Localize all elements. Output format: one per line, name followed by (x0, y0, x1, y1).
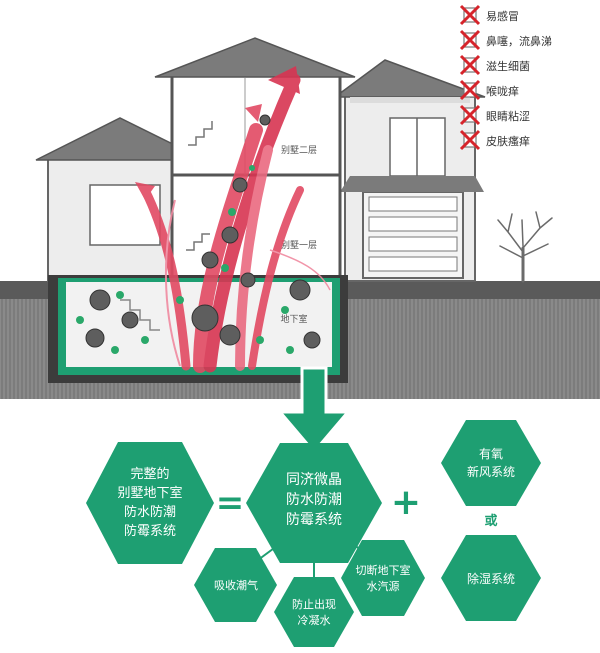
moisture-plume (135, 66, 331, 373)
cross-icon (459, 29, 481, 51)
cross-icon (459, 4, 481, 26)
equals-sign: = (216, 483, 245, 523)
cross-icon (459, 54, 481, 76)
symptom-item: 皮肤瘙痒 (459, 129, 530, 151)
hex-benefit-cut-vapor: 切断地下室 水汽源 (341, 540, 425, 616)
hex-option-fresh-air: 有氧 新风系统 (441, 420, 541, 506)
basement-label: 地下室 (280, 313, 307, 325)
svg-text:切断地下室: 切断地下室 (356, 563, 411, 577)
cross-icon (459, 79, 481, 101)
svg-text:滋生细菌: 滋生细菌 (486, 59, 530, 73)
svg-text:别墅地下室: 别墅地下室 (117, 485, 182, 501)
hex-option-dehumidify: 除湿系统 (441, 535, 541, 621)
svg-text:防霉系统: 防霉系统 (286, 512, 342, 528)
germs (85, 114, 321, 349)
svg-text:易感冒: 易感冒 (486, 10, 519, 23)
plus-sign: + (391, 482, 421, 523)
svg-text:同济微晶: 同济微晶 (286, 472, 342, 488)
or-label: 或 (484, 513, 497, 529)
svg-text:防水防潮: 防水防潮 (124, 504, 176, 520)
svg-text:喉咙痒: 喉咙痒 (486, 84, 519, 98)
hex-main-product: 同济微晶 防水防潮 防霉系统 (246, 443, 382, 563)
floor2-label: 别墅二层 (281, 145, 317, 156)
symptom-item: 眼睛粘涩 (459, 104, 530, 126)
hex-benefit-prevent-condensation: 防止出现 冷凝水 (274, 577, 354, 647)
svg-text:鼻噻，流鼻涕: 鼻噻，流鼻涕 (486, 34, 552, 48)
symptom-item: 喉咙痒 (459, 79, 519, 101)
cross-icon (459, 104, 481, 126)
svg-text:完整的: 完整的 (130, 466, 169, 482)
hex-benefit-absorb-moisture: 吸收潮气 (194, 548, 277, 622)
svg-text:新风系统: 新风系统 (467, 464, 515, 479)
svg-text:有氧: 有氧 (479, 447, 503, 461)
down-arrow-icon (276, 366, 352, 455)
symptom-item: 易感冒 (459, 4, 519, 26)
symptom-item: 鼻噻，流鼻涕 (459, 29, 552, 51)
cross-icon (459, 129, 481, 151)
svg-text:吸收潮气: 吸收潮气 (214, 578, 258, 592)
hex-complete-system: 完整的 别墅地下室 防水防潮 防霉系统 (86, 442, 214, 564)
svg-text:眼睛粘涩: 眼睛粘涩 (486, 109, 530, 123)
svg-text:防止出现: 防止出现 (292, 597, 336, 611)
svg-text:水汽源: 水汽源 (367, 579, 400, 593)
symptom-list: 易感冒 鼻噻，流鼻涕 滋生细菌 喉咙痒 眼睛粘涩 皮肤瘙痒 (459, 4, 552, 151)
floor1-label: 别墅一层 (281, 240, 317, 251)
svg-text:除湿系统: 除湿系统 (467, 571, 515, 586)
plume-arrow-head (268, 66, 300, 94)
house-right-wing (332, 59, 486, 282)
svg-text:防水防潮: 防水防潮 (286, 492, 342, 508)
svg-text:防霉系统: 防霉系统 (124, 523, 176, 539)
tree-icon (497, 211, 553, 283)
symptom-item: 滋生细菌 (459, 54, 530, 76)
green-bacteria (76, 165, 294, 354)
svg-text:冷凝水: 冷凝水 (298, 613, 331, 627)
svg-text:皮肤瘙痒: 皮肤瘙痒 (486, 134, 530, 148)
